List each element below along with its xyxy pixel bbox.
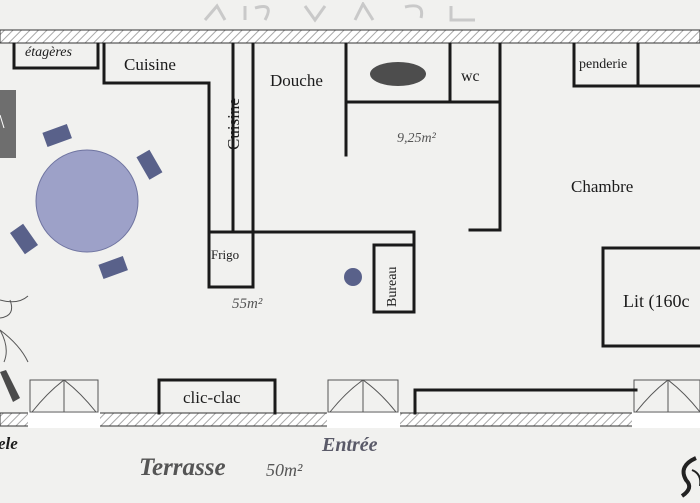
room-label-bedroom: Chambre	[571, 177, 634, 196]
interior-walls	[12, 42, 700, 415]
chair	[98, 255, 128, 279]
main-area-label: 55m²	[232, 296, 263, 312]
terrace-area-label: 50m²	[266, 460, 303, 480]
room-label-shower: Douche	[270, 71, 323, 90]
room-label-desk: Bureau	[385, 266, 400, 307]
room-label-kitchen-vertical: Cuisine	[224, 98, 243, 150]
room-label-etageres: étagères	[25, 45, 72, 60]
room-label-fridge: Frigo	[211, 247, 240, 262]
left-edge-mark	[0, 114, 5, 129]
chair	[9, 223, 39, 255]
terrace-label: Terrasse	[139, 454, 226, 481]
dining-table	[35, 149, 139, 253]
top-exterior-wall	[0, 29, 700, 44]
right-door	[633, 379, 700, 413]
bathroom-area-label: 9,25m²	[397, 131, 436, 146]
left-edge-door-swing	[0, 295, 29, 363]
shower-tray	[370, 62, 426, 86]
top-faded-banner	[195, 0, 495, 24]
entrance-door	[327, 379, 399, 413]
room-label-wc: wc	[461, 68, 480, 85]
left-door-gap	[28, 411, 100, 428]
desk-chair	[344, 268, 362, 286]
room-label-kitchen: Cuisine	[124, 55, 176, 74]
corner-logo-fragment	[674, 452, 700, 498]
room-label-bed: Lit (160c	[623, 291, 690, 311]
left-edge-panel	[0, 90, 16, 158]
left-edge-fragment	[0, 370, 20, 402]
chair	[42, 123, 72, 147]
chair	[136, 149, 163, 180]
left-door	[29, 379, 99, 413]
room-label-sofa-bed: clic-clac	[183, 388, 241, 407]
room-label-wardrobe: penderie	[579, 57, 628, 72]
right-door-gap	[632, 411, 700, 428]
entrance-label: Entrée	[322, 434, 378, 456]
entrance-door-gap	[327, 411, 400, 428]
left-cut-label: ele	[0, 434, 18, 453]
